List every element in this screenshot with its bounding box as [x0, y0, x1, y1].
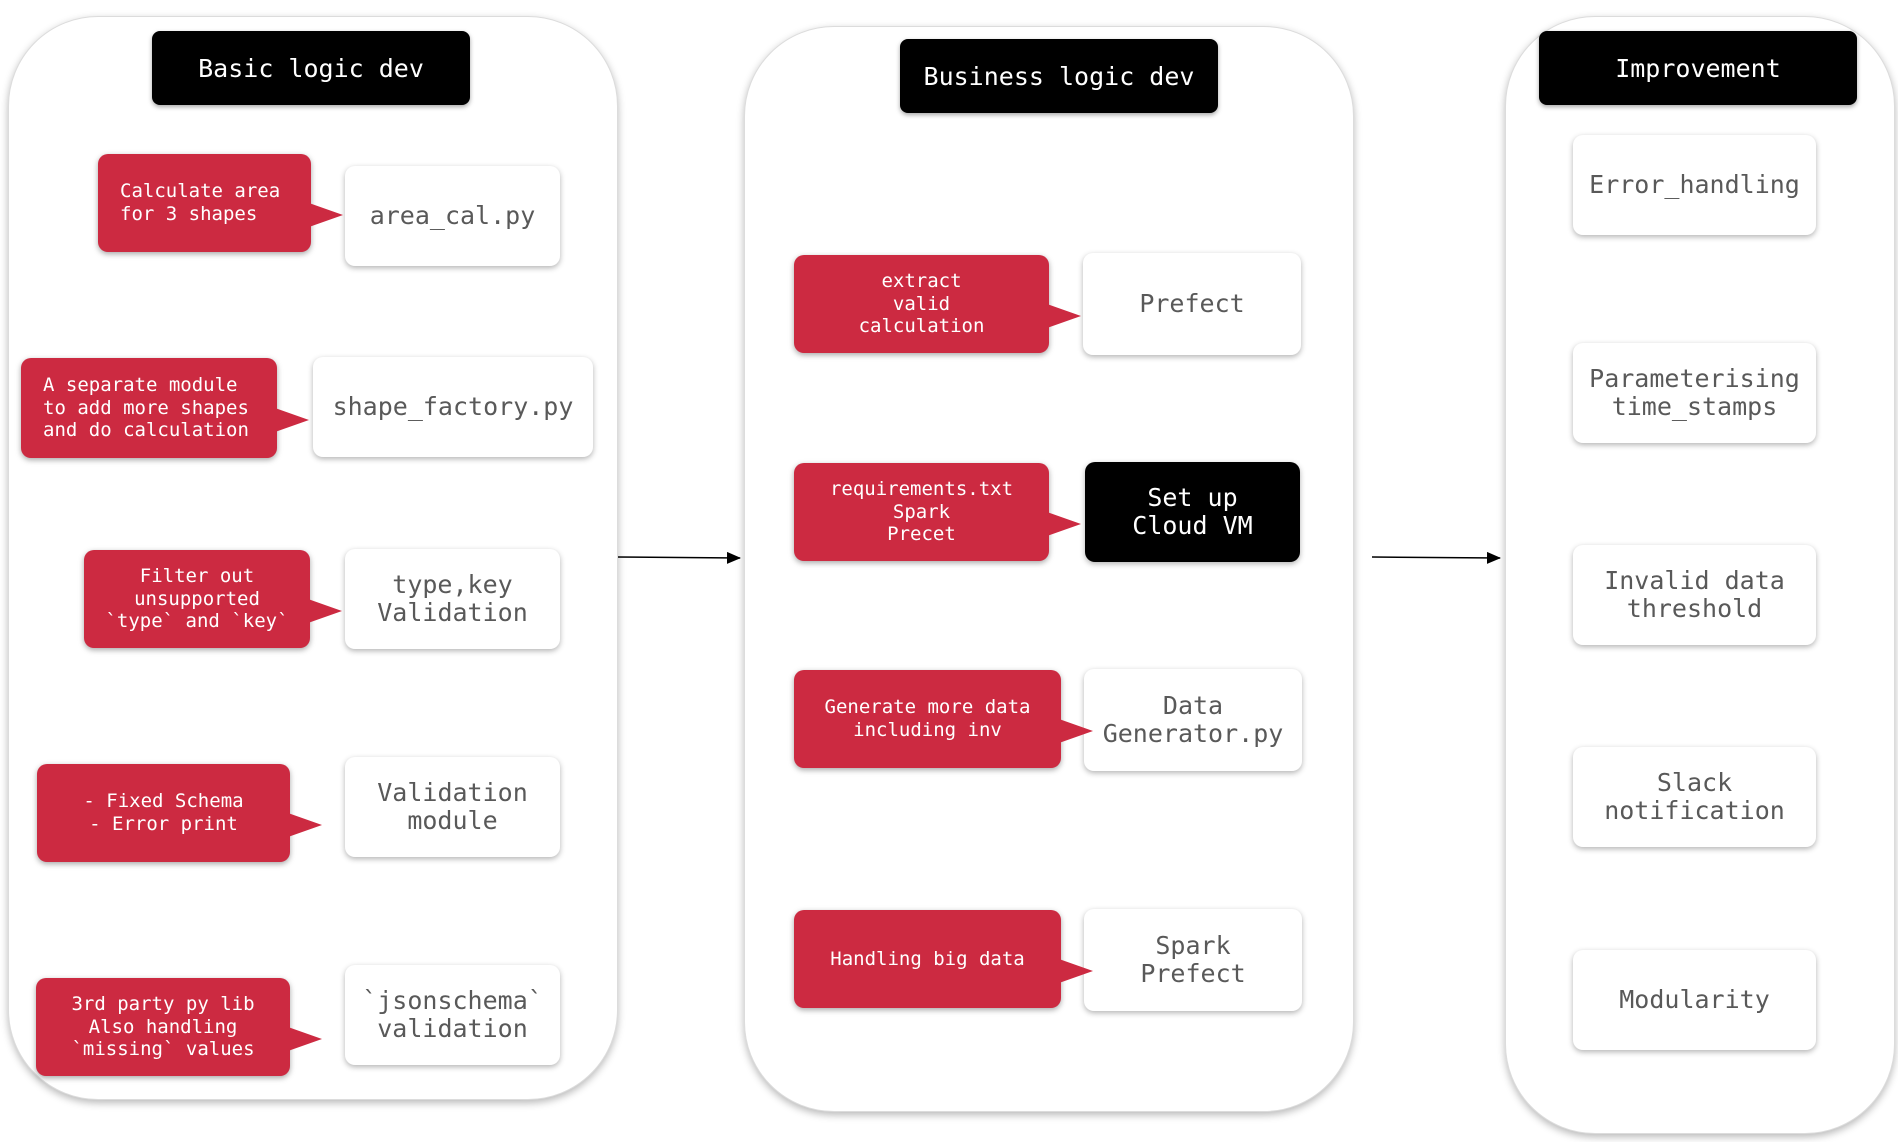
callout-area-cal: Calculate area for 3 shapes	[98, 154, 343, 252]
header-improvement: Improvement	[1539, 31, 1857, 105]
callout-set-up-cloud-vm: requirements.txt Spark Precet	[794, 463, 1081, 561]
callout-type-key-validation: Filter out unsupported `type` and `key`	[84, 550, 342, 648]
callout-jsonschema-validation: 3rd party py lib Also handling `missing`…	[36, 978, 322, 1076]
node-spark-prefect: Spark Prefect	[1084, 909, 1302, 1011]
connector-business-to-improvement	[1371, 551, 1501, 564]
header-business-logic: Business logic dev	[900, 39, 1218, 113]
node-validation-module: Validation module	[345, 757, 560, 857]
node-data-generator: Data Generator.py	[1084, 669, 1302, 771]
node-slack-notification: Slack notification	[1573, 747, 1816, 847]
callout-validation-module: - Fixed Schema - Error print	[37, 764, 322, 862]
node-type-key-validation: type,key Validation	[345, 549, 560, 649]
node-shape-factory: shape_factory.py	[313, 357, 593, 457]
node-modularity: Modularity	[1573, 950, 1816, 1050]
node-invalid-data-threshold: Invalid data threshold	[1573, 545, 1816, 645]
callout-spark-prefect: Handling big data	[794, 910, 1093, 1008]
node-error-handling: Error_handling	[1573, 135, 1816, 235]
connector-basic-to-business	[615, 551, 741, 564]
callout-shape-factory: A separate module to add more shapes and…	[21, 358, 309, 458]
node-prefect: Prefect	[1083, 253, 1301, 355]
node-parameterising-time-stamps: Parameterising time_stamps	[1573, 343, 1816, 443]
callout-prefect: extract valid calculation	[794, 255, 1081, 353]
node-area-cal: area_cal.py	[345, 166, 560, 266]
callout-data-generator: Generate more data including inv	[794, 670, 1093, 768]
header-basic-logic: Basic logic dev	[152, 31, 470, 105]
node-set-up-cloud-vm: Set up Cloud VM	[1085, 462, 1300, 562]
node-jsonschema-validation: `jsonschema` validation	[345, 965, 560, 1065]
